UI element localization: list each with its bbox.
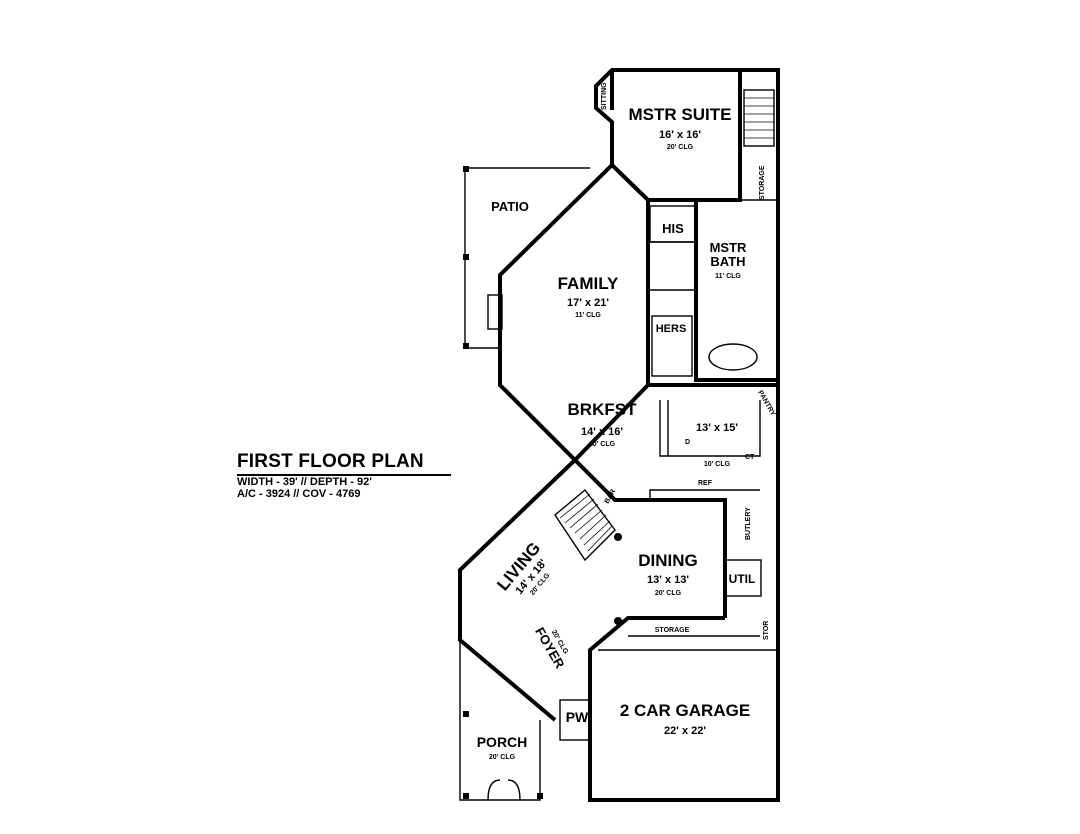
dining-ceiling: 20' CLG	[655, 590, 682, 597]
plan-spec-area: A/C - 3924 // COV - 4769	[237, 488, 361, 500]
ct-label: CT	[745, 454, 755, 461]
garage-size: 22' x 22'	[664, 725, 706, 737]
garage-name: 2 CAR GARAGE	[620, 701, 750, 720]
room-family: FAMILY 17' x 21' 11' CLG	[558, 274, 619, 319]
family-name: FAMILY	[558, 274, 619, 293]
mstr-suite-ceiling: 20' CLG	[667, 144, 694, 151]
suite-stairs	[743, 89, 775, 147]
dining-name: DINING	[638, 551, 698, 570]
room-living: LIVING 14' x 18' 20' CLG	[493, 539, 551, 597]
d-label: D	[685, 439, 690, 446]
room-brkfst: BRKFST 14' x 16' 10' CLG	[568, 400, 638, 448]
staircase	[554, 488, 616, 562]
mstr-suite-size: 16' x 16'	[659, 129, 701, 141]
interior-walls	[487, 70, 778, 741]
storage-lower-label: STORAGE	[655, 627, 690, 634]
room-foyer: FOYER 20' CLG	[532, 625, 569, 672]
ref-label: REF	[698, 480, 713, 487]
dining-size: 13' x 13'	[647, 574, 689, 586]
entry-doors	[487, 779, 521, 801]
plan-spec-dimensions: WIDTH - 39' // DEPTH - 92'	[237, 476, 372, 488]
storage-upper-label: STORAGE	[759, 165, 766, 200]
brkfst-ceiling: 10' CLG	[589, 441, 616, 448]
room-dining: DINING 13' x 13' 20' CLG	[638, 551, 698, 597]
room-mstr-bath: MSTR BATH 11' CLG	[710, 240, 747, 280]
brkfst-size: 14' x 16'	[581, 426, 623, 438]
mstr-bath-name-2: BATH	[710, 254, 745, 269]
pw-label: PW	[566, 709, 589, 725]
plan-title: FIRST FLOOR PLAN	[237, 451, 451, 476]
family-size: 17' x 21'	[567, 297, 609, 309]
patio-porch-posts	[463, 166, 622, 799]
brkfst-name: BRKFST	[568, 400, 638, 419]
family-ceiling: 11' CLG	[575, 312, 601, 319]
title-block: FIRST FLOOR PLAN WIDTH - 39' // DEPTH - …	[237, 451, 451, 500]
util-label: UTIL	[729, 572, 756, 586]
room-porch: PORCH 20' CLG	[477, 734, 528, 761]
hers-label: HERS	[656, 323, 687, 335]
mstr-suite-name: MSTR SUITE	[629, 105, 732, 124]
his-label: HIS	[662, 221, 684, 236]
mstr-bath-ceiling: 11' CLG	[715, 273, 741, 280]
room-garage: 2 CAR GARAGE 22' x 22'	[620, 701, 750, 737]
porch-name: PORCH	[477, 734, 528, 750]
patio-label: PATIO	[491, 199, 529, 214]
butlery-label: BUTLERY	[745, 507, 752, 540]
kitchen-size: 13' x 15'	[696, 422, 738, 434]
mstr-bath-name-1: MSTR	[710, 240, 747, 255]
room-kitchen: 13' x 15' 10' CLG	[696, 422, 738, 468]
sitting-label: SITTING	[601, 82, 608, 110]
room-mstr-suite: MSTR SUITE 16' x 16' 20' CLG	[629, 105, 732, 151]
porch-ceiling: 20' CLG	[489, 754, 516, 761]
kitchen-ceiling: 10' CLG	[704, 461, 731, 468]
stor-label: STOR	[763, 621, 770, 640]
